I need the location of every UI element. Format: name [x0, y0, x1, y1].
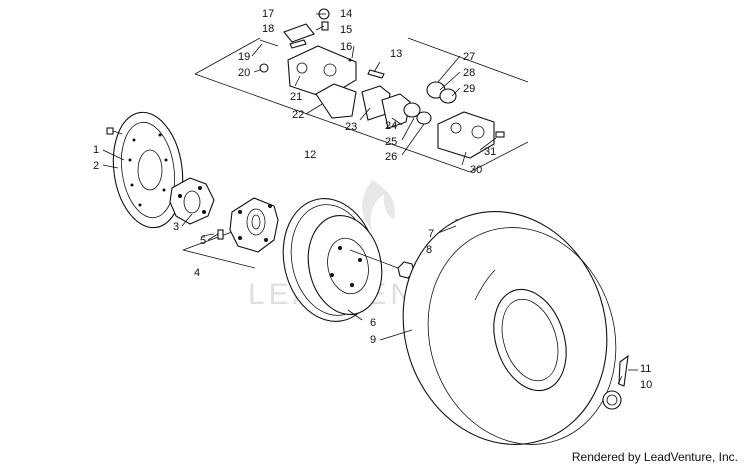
wheel-rim	[282, 198, 383, 322]
wheel-stud	[207, 229, 224, 241]
callout-7: 7	[428, 228, 434, 240]
brake-pads	[361, 85, 411, 129]
callout-12: 12	[304, 149, 316, 161]
callout-19: 19	[238, 51, 250, 63]
callout-26: 26	[385, 151, 397, 163]
callout-23: 23	[345, 121, 357, 133]
callout-13: 13	[390, 48, 402, 60]
callout-6: 6	[370, 317, 376, 329]
pad-spring	[283, 23, 315, 49]
callout-17: 17	[262, 8, 274, 20]
callout-29: 29	[463, 83, 475, 95]
callout-18: 18	[262, 23, 274, 35]
callout-27: 27	[463, 51, 475, 63]
callout-15: 15	[340, 24, 352, 36]
watermark-flame-icon	[362, 180, 396, 230]
hub-flange	[169, 177, 215, 225]
lug-nut	[349, 249, 415, 279]
caliper-pin	[259, 39, 279, 73]
callout-11: 11	[640, 363, 651, 375]
disc-bolt	[106, 127, 123, 135]
callout-31: 31	[484, 146, 496, 158]
tire	[402, 211, 617, 445]
callout-30: 30	[470, 164, 482, 176]
footer-credit: Rendered by LeadVenture, Inc.	[571, 450, 738, 464]
cotter-pin	[618, 354, 629, 387]
callout-3: 3	[173, 221, 179, 233]
callout-1: 1	[93, 144, 99, 156]
wheel-hub	[229, 197, 279, 253]
callout-5: 5	[200, 235, 206, 247]
left-caliper	[287, 45, 357, 99]
callout-14: 14	[340, 8, 352, 20]
callout-8: 8	[426, 244, 432, 256]
retaining-clip	[367, 69, 385, 79]
right-caliper	[437, 111, 505, 159]
group-4-bracket	[182, 231, 256, 269]
callout-9: 9	[370, 334, 376, 346]
caliper-bracket	[315, 83, 357, 119]
callout-labels: 1 2 3 4 5 6 9 7 8 11 10 12 13 14 15 16 1…	[93, 8, 652, 391]
callout-16: 16	[340, 41, 352, 53]
group-12-bracket	[194, 37, 529, 173]
callout-24: 24	[385, 120, 397, 132]
callout-10: 10	[640, 379, 652, 391]
callout-25: 25	[385, 136, 397, 148]
callout-2: 2	[93, 160, 99, 172]
leader-lines	[102, 13, 638, 385]
axle-nut	[602, 390, 622, 410]
callout-4: 4	[194, 267, 200, 279]
callout-28: 28	[463, 67, 475, 79]
brake-disc	[112, 111, 184, 229]
callout-20: 20	[238, 67, 250, 79]
caliper-pistons	[403, 81, 457, 125]
callout-22: 22	[292, 109, 304, 121]
callout-21: 21	[290, 91, 302, 103]
